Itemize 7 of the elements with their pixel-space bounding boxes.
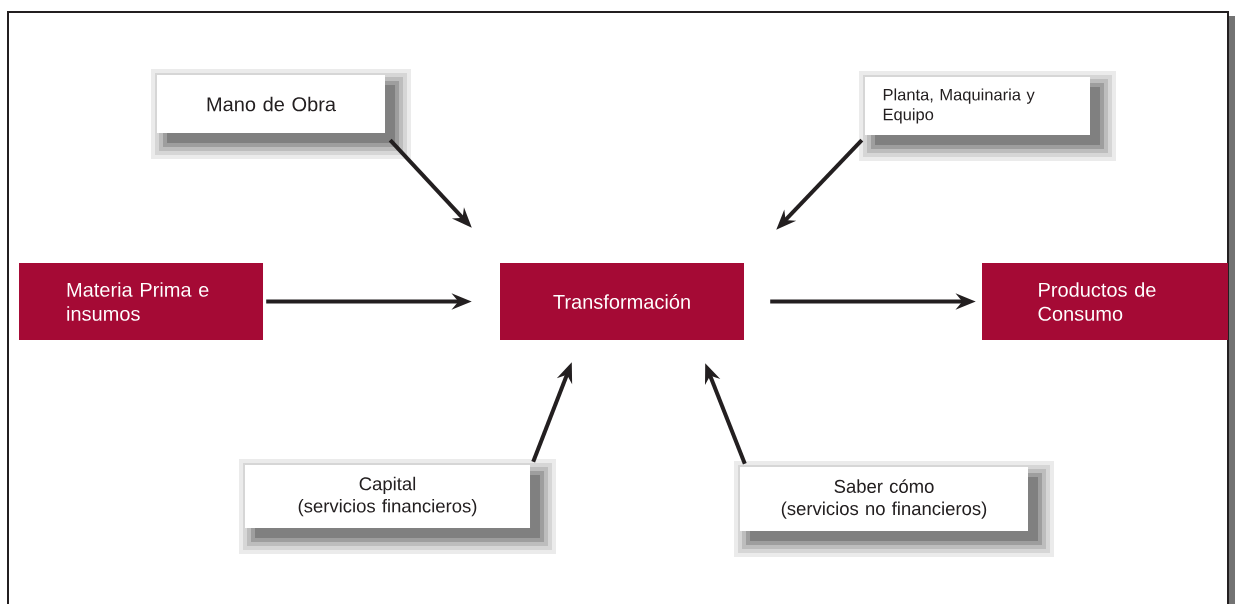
label-box: Planta, Maquinaria y Equipo [859,71,1116,161]
process-box: Materia Prima e insumos [19,263,263,340]
label-box: Capital (servicios financieros) [239,459,556,554]
process-box: Productos de Consumo [982,263,1228,340]
label-box: Saber cómo (servicios no financieros) [734,461,1054,557]
label-box: Mano de Obra [151,69,411,159]
process-box: Transformación [500,263,744,340]
